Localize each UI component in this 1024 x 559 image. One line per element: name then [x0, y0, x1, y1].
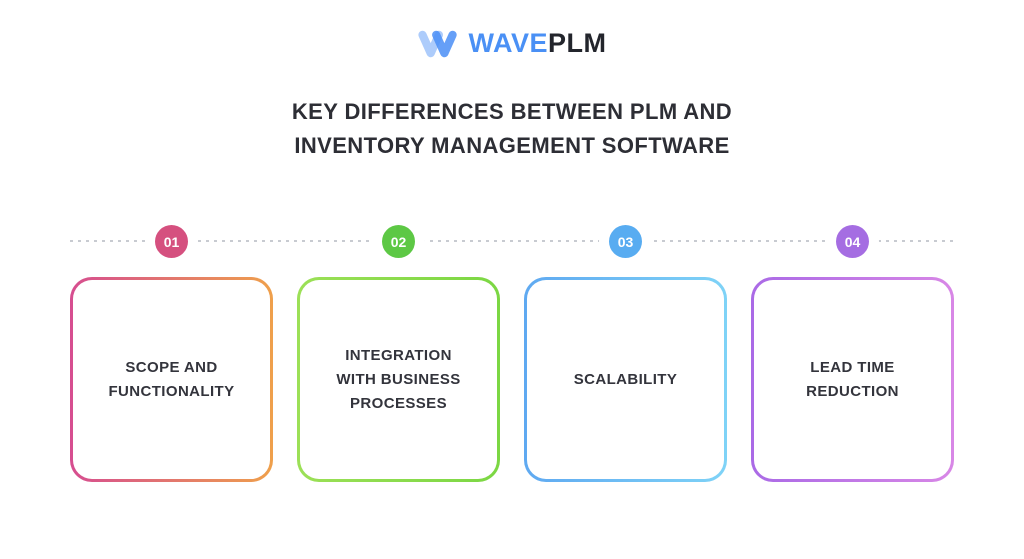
page-title: KEY DIFFERENCES BETWEEN PLM AND INVENTOR… — [0, 95, 1024, 163]
step-badge-cell-1: 01 — [70, 225, 273, 258]
step-card-scope-and-functionality: SCOPE AND FUNCTIONALITY — [70, 277, 273, 482]
card-label-line: WITH BUSINESS — [336, 370, 461, 388]
step-badge-01: 01 — [155, 225, 188, 258]
step-card-row: SCOPE AND FUNCTIONALITY INTEGRATION WITH… — [70, 277, 954, 482]
step-card-scalability: SCALABILITY — [524, 277, 727, 482]
card-label: LEAD TIME REDUCTION — [806, 356, 899, 404]
card-label-line: REDUCTION — [806, 382, 899, 400]
steps-grid: 01 02 03 04 SCOPE AND FUNCTIONALITY — [70, 225, 954, 482]
step-badge-row: 01 02 03 04 — [70, 225, 954, 258]
step-badge-cell-4: 04 — [751, 225, 954, 258]
page-title-line-1: KEY DIFFERENCES BETWEEN PLM AND — [291, 99, 733, 124]
page-title-line-2: INVENTORY MANAGEMENT SOFTWARE — [294, 133, 730, 158]
logo-text-secondary: PLM — [548, 28, 607, 58]
card-label-line: FUNCTIONALITY — [108, 382, 235, 400]
card-label-line: PROCESSES — [350, 394, 447, 412]
dotted-connector-line — [70, 240, 954, 242]
step-badge-cell-2: 02 — [297, 225, 500, 258]
step-card-lead-time-reduction: LEAD TIME REDUCTION — [751, 277, 954, 482]
card-label-line: SCOPE AND — [125, 358, 218, 376]
card-label: SCOPE AND FUNCTIONALITY — [108, 356, 234, 404]
logo-text-primary: WAVE — [468, 28, 548, 58]
card-label-line: INTEGRATION — [345, 346, 452, 364]
waveplm-w-icon — [417, 29, 459, 59]
card-label: SCALABILITY — [574, 368, 678, 392]
card-label-line: LEAD TIME — [810, 358, 895, 376]
brand-logo-text: WAVE PLM — [468, 28, 606, 59]
step-badge-02: 02 — [382, 225, 415, 258]
step-badge-03: 03 — [609, 225, 642, 258]
step-card-integration-with-business-processes: INTEGRATION WITH BUSINESS PROCESSES — [297, 277, 500, 482]
brand-logo: WAVE PLM — [0, 28, 1024, 59]
card-label: INTEGRATION WITH BUSINESS PROCESSES — [336, 344, 460, 416]
step-badge-04: 04 — [836, 225, 869, 258]
step-badge-cell-3: 03 — [524, 225, 727, 258]
card-label-line: SCALABILITY — [573, 370, 678, 388]
